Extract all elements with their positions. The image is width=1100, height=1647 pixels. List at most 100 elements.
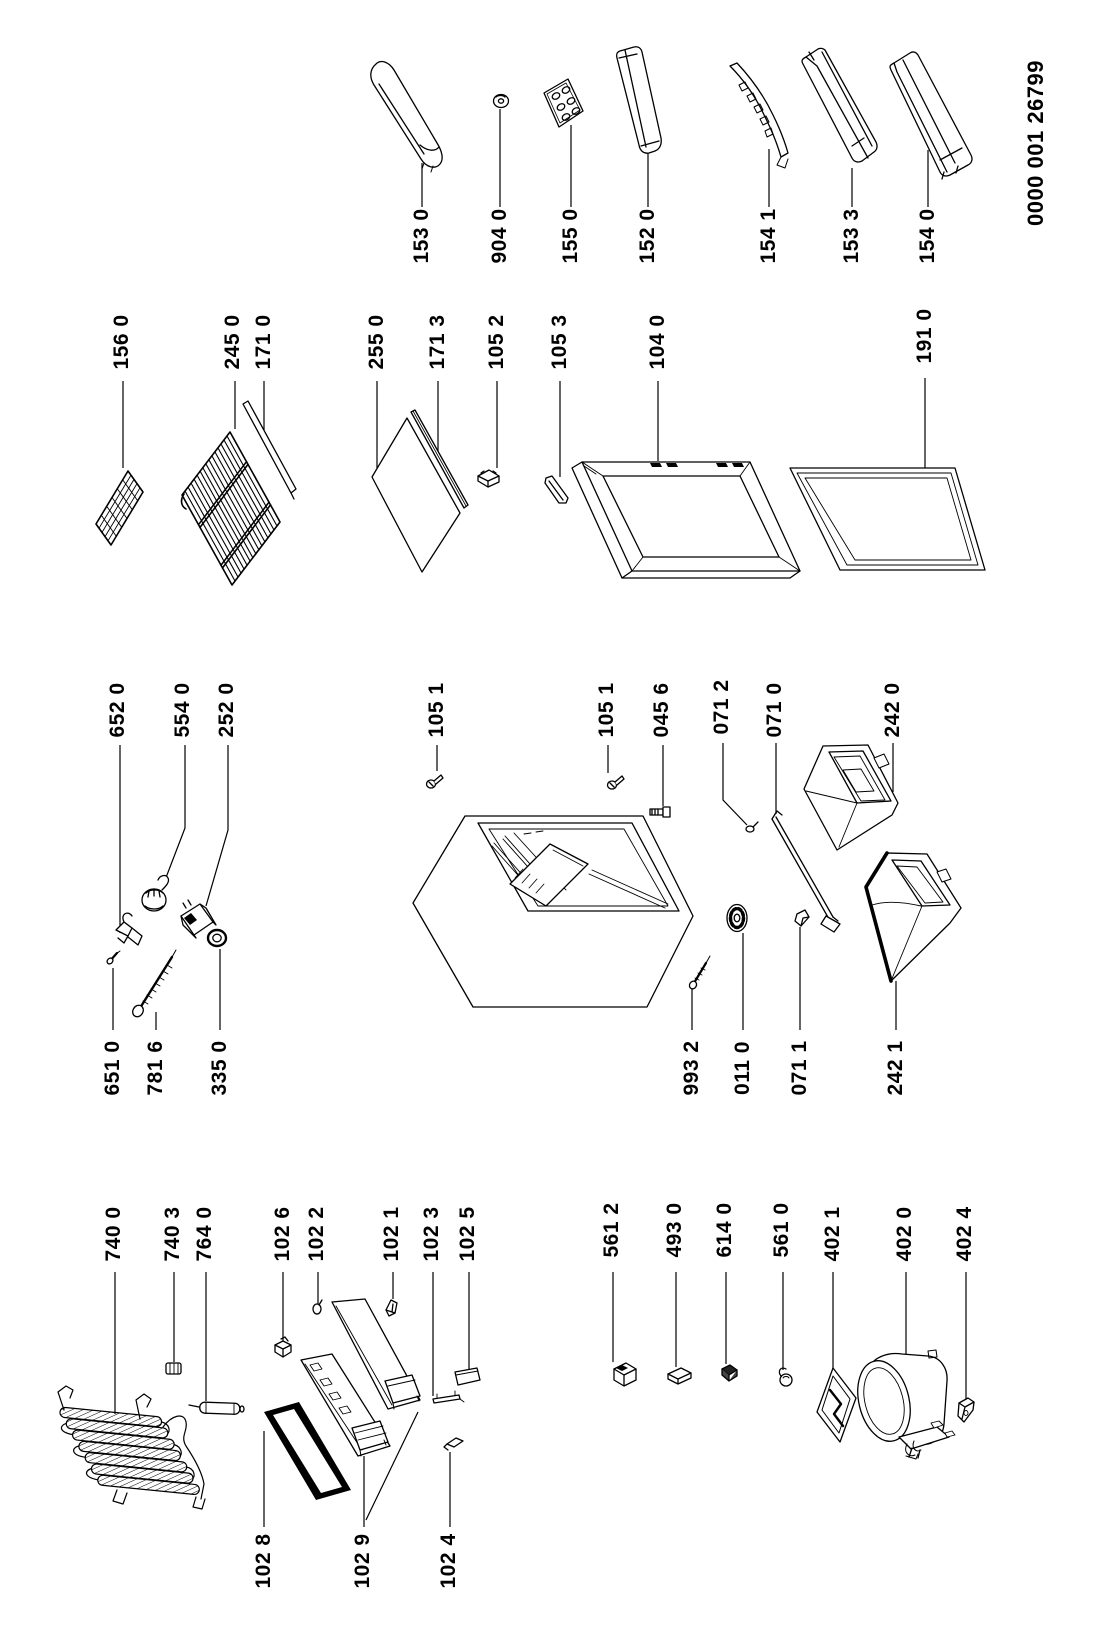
part-label-21: 045 6 (650, 682, 673, 738)
part-drawing-652-0 (115, 912, 143, 946)
part-label-46: 402 4 (953, 1206, 976, 1262)
part-drawing-242-1 (864, 851, 962, 983)
part-drawing-154-1 (729, 62, 789, 169)
part-label-41: 493 0 (663, 1202, 686, 1258)
part-label-39: 102 5 (456, 1206, 479, 1262)
part-drawing-781-6 (132, 949, 177, 1018)
part-drawing-102-5 (454, 1367, 481, 1386)
part-label-35: 102 6 (271, 1206, 294, 1262)
part-drawing-102-9-panel-bottom (300, 1353, 391, 1457)
part-drawing-105-2 (477, 469, 500, 488)
part-drawing-071-2 (745, 821, 759, 833)
part-drawing-071-0 (771, 810, 841, 933)
part-label-19: 105 1 (425, 682, 448, 738)
part-label-1: 904 0 (488, 208, 511, 264)
part-drawing-245-0 (180, 431, 281, 586)
part-drawing-cabinet (412, 815, 694, 1008)
part-drawing-402-1 (816, 1367, 857, 1443)
part-drawing-156-0 (95, 470, 144, 546)
part-label-47: 102 8 (252, 1533, 275, 1589)
part-label-5: 153 3 (840, 208, 863, 264)
part-drawing-102-4 (443, 1437, 464, 1451)
part-label-23: 071 0 (763, 682, 786, 738)
part-label-27: 335 0 (208, 1040, 231, 1096)
part-drawing-071-1 (794, 909, 810, 927)
part-drawing-335-0 (206, 928, 228, 948)
part-label-16: 652 0 (106, 682, 129, 738)
part-drawing-102-1 (385, 1299, 398, 1317)
part-drawing-154-0 (889, 51, 973, 180)
part-label-28: 993 2 (680, 1040, 703, 1096)
part-label-22: 071 2 (710, 679, 733, 735)
part-label-14: 104 0 (646, 314, 669, 370)
part-label-31: 242 1 (884, 1040, 907, 1096)
part-drawing-171-0 (242, 400, 297, 500)
part-drawing-242-0 (803, 744, 899, 851)
part-label-3: 152 0 (636, 208, 659, 264)
part-drawing-102-9-panel-top (331, 1298, 421, 1410)
part-label-4: 154 1 (757, 208, 780, 264)
part-label-44: 402 1 (821, 1206, 844, 1262)
part-drawing-402-0 (857, 1349, 956, 1460)
part-drawing-402-4 (957, 1397, 975, 1423)
part-label-25: 651 0 (101, 1040, 124, 1096)
part-label-12: 105 2 (485, 314, 508, 370)
part-drawing-561-2 (613, 1362, 637, 1387)
part-label-11: 171 3 (426, 314, 449, 370)
part-drawing-102-6 (274, 1336, 292, 1358)
part-label-10: 255 0 (365, 314, 388, 370)
part-drawing-561-0 (778, 1367, 793, 1387)
part-drawing-764-0 (188, 1401, 245, 1415)
part-label-7: 156 0 (110, 314, 133, 370)
part-label-36: 102 2 (305, 1206, 328, 1262)
part-label-49: 102 4 (437, 1533, 460, 1589)
part-label-43: 561 0 (770, 1202, 793, 1258)
part-drawing-102-2 (312, 1299, 323, 1315)
part-drawing-993-2 (688, 955, 711, 990)
part-drawing-105-1-left (425, 774, 444, 789)
part-drawing-105-3 (544, 475, 569, 504)
part-label-13: 105 3 (548, 314, 571, 370)
part-drawing-104-0 (571, 461, 801, 579)
part-drawing-651-0 (106, 950, 121, 965)
part-label-30: 071 1 (788, 1040, 811, 1096)
leader-lines (112, 109, 967, 1527)
part-drawing-102-3 (432, 1390, 465, 1404)
part-label-40: 561 2 (600, 1202, 623, 1258)
part-label-2: 155 0 (559, 208, 582, 264)
part-drawing-614-0 (721, 1364, 738, 1382)
part-drawing-252-0 (180, 899, 217, 939)
part-drawing-554-0 (141, 874, 170, 912)
part-label-0: 153 0 (410, 208, 433, 264)
part-label-20: 105 1 (595, 682, 618, 738)
part-label-32: 740 0 (102, 1206, 125, 1262)
part-label-48: 102 9 (351, 1533, 374, 1589)
part-label-33: 740 3 (161, 1206, 184, 1262)
part-label-17: 554 0 (171, 682, 194, 738)
part-drawing-493-0 (667, 1367, 692, 1385)
part-drawing-153-0 (370, 60, 443, 173)
part-drawing-904-0 (492, 93, 510, 109)
part-drawing-155-0 (543, 78, 584, 128)
part-drawing-171-3 (410, 409, 469, 509)
part-label-34: 764 0 (193, 1206, 216, 1262)
part-drawing-191-0 (789, 467, 986, 571)
part-drawing-153-3 (801, 47, 878, 163)
part-label-24: 242 0 (881, 682, 904, 738)
part-drawing-105-1-right (606, 775, 625, 790)
part-drawing-152-0 (615, 46, 662, 154)
part-drawing-740-3 (165, 1362, 182, 1375)
part-label-18: 252 0 (215, 682, 238, 738)
part-label-6: 154 0 (916, 208, 939, 264)
part-drawing-045-6 (649, 806, 671, 818)
part-drawing-255-0 (371, 417, 461, 573)
part-drawing-102-8 (264, 1402, 351, 1500)
part-drawing-740-0 (57, 1385, 206, 1510)
part-label-29: 011 0 (731, 1041, 754, 1095)
document-number: 0000 001 26799 (1023, 59, 1048, 227)
part-label-37: 102 1 (380, 1206, 403, 1262)
part-label-9: 171 0 (252, 314, 275, 370)
part-label-42: 614 0 (713, 1202, 736, 1258)
